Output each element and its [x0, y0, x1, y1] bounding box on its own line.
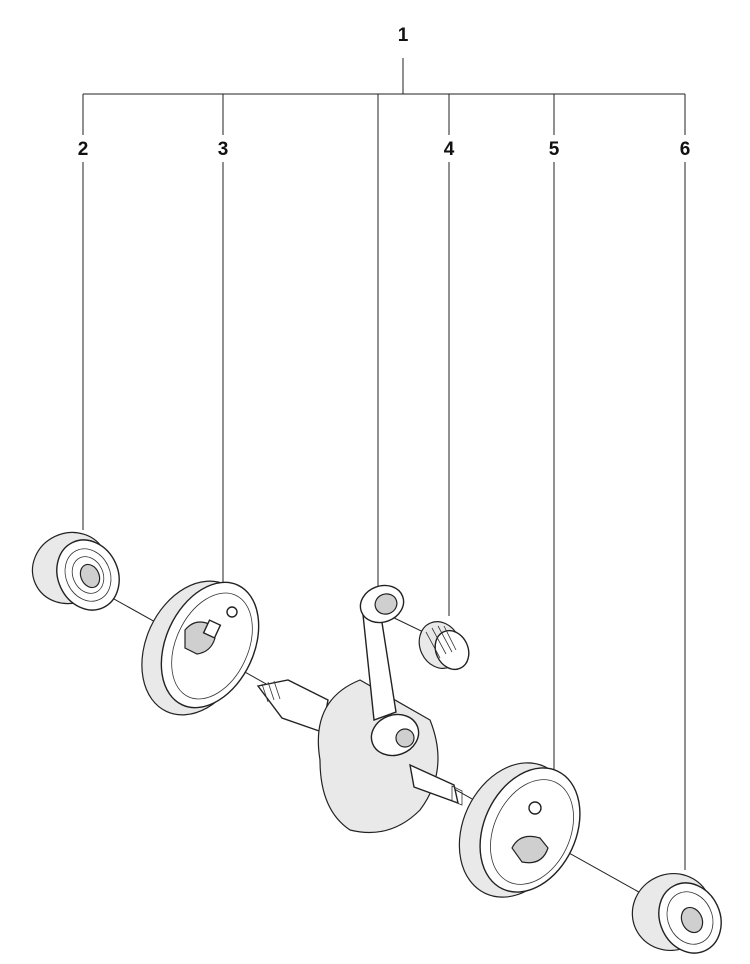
callout-6: 6: [679, 139, 691, 160]
callout-2: 2: [77, 139, 89, 160]
leader-lines: [82, 58, 686, 870]
crankshaft: [256, 584, 463, 834]
crank-half-left: [141, 580, 260, 716]
ball-bearing-right: [631, 873, 722, 954]
callout-4: 4: [443, 139, 455, 160]
crank-half-right: [458, 762, 581, 898]
callout-3: 3: [217, 139, 229, 160]
callout-1: 1: [397, 25, 409, 46]
callout-5: 5: [548, 139, 560, 160]
ball-bearing-left: [31, 531, 120, 611]
needle-bearing: [418, 621, 470, 671]
